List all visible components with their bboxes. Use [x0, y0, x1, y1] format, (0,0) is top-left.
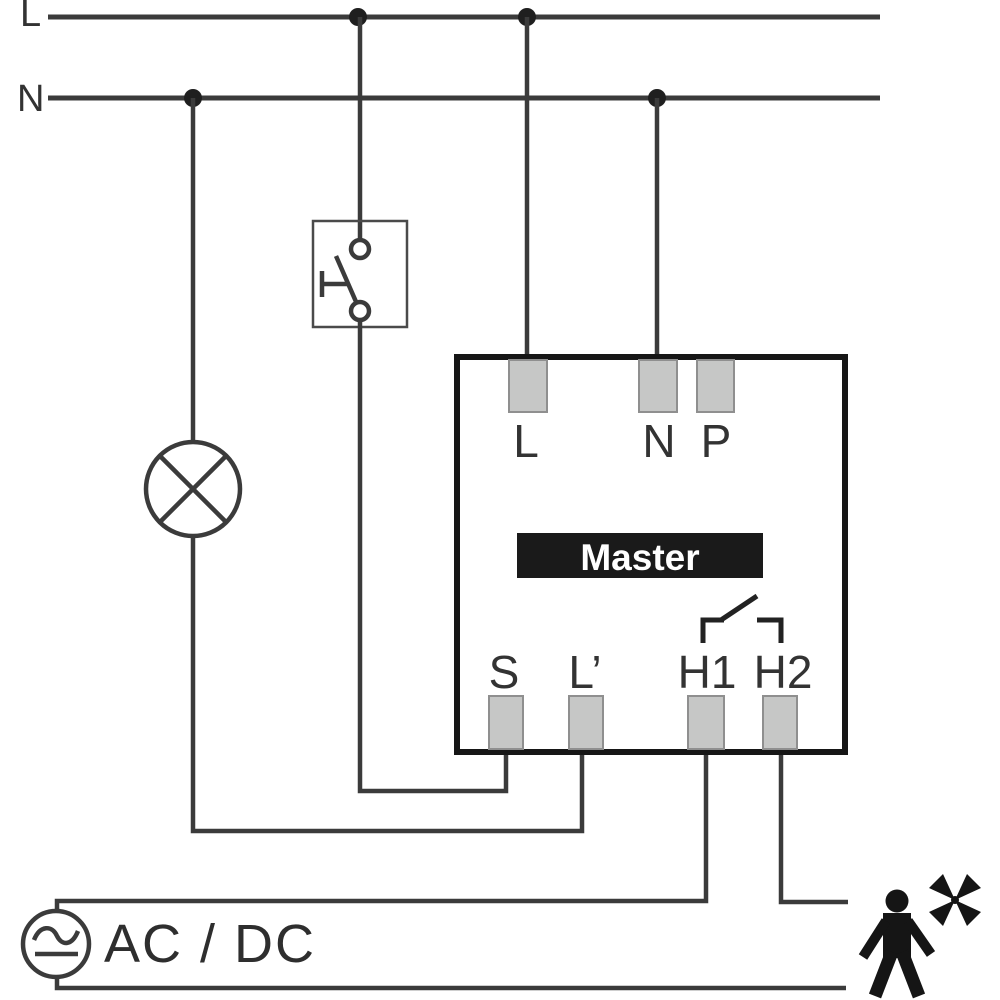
relay-contact-icon: [700, 593, 784, 643]
person-left-arm: [858, 918, 891, 960]
supply-drop-wires: [524, 17, 660, 357]
terminal-lprime-label: L’: [568, 646, 601, 698]
lamp-branch: [143, 98, 585, 834]
h2-stub-wire: [778, 755, 848, 905]
source-sine-symbol: [31, 926, 81, 946]
terminal-h2: [762, 695, 798, 750]
name-band-background: [517, 533, 763, 578]
terminal-p-label: P: [701, 415, 732, 467]
supply-buses: L N: [17, 0, 880, 120]
terminal-n-label: N: [642, 415, 675, 467]
person-left-leg: [868, 949, 899, 999]
terminal-s: [488, 695, 524, 750]
line-bus-label: L: [20, 0, 41, 35]
source-label: AC / DC: [104, 914, 316, 974]
terminal-l-label: L: [513, 415, 539, 467]
source-return-wire: [54, 977, 846, 991]
terminal-l: [508, 359, 548, 413]
fan-icon: [929, 874, 981, 926]
relay-contact-lever: [719, 593, 759, 623]
terminal-p: [696, 359, 735, 413]
fan-hub: [951, 896, 959, 904]
person-head: [885, 889, 909, 913]
person-fan-icon: [858, 874, 981, 999]
ac-dc-source: AC / DC: [20, 908, 316, 980]
fan-blade-sw: [929, 900, 955, 926]
relay-contact-right-hook: [757, 617, 784, 643]
source-circle: [20, 908, 92, 980]
fan-blade-ne: [955, 874, 981, 900]
terminal-n: [638, 359, 678, 413]
terminal-lprime: [568, 695, 604, 750]
device-name-band: Master: [517, 533, 763, 578]
bottom-terminals: S L’ H1 H2: [488, 646, 813, 750]
fan-blade-nw: [929, 874, 955, 900]
device-name: Master: [580, 537, 699, 578]
switch-contact-bottom: [348, 299, 372, 323]
relay-contact-left-hook: [700, 617, 724, 643]
switch-lever: [333, 255, 360, 305]
person-icon: [858, 889, 936, 999]
ac-dc-source-icon: [20, 908, 92, 980]
lamp-icon: [143, 439, 243, 539]
person-right-leg: [895, 949, 926, 999]
lamp-to-lprime-wire: [190, 536, 585, 834]
aux-supply-wiring: [54, 755, 848, 991]
source-to-h1-wire: [54, 755, 709, 911]
switch-branch: [311, 17, 509, 794]
master-device: L N P Master S L’ H1 H2: [454, 354, 848, 755]
person-right-arm: [903, 918, 936, 957]
neutral-bus-label: N: [17, 78, 44, 120]
terminal-s-label: S: [489, 646, 520, 698]
terminal-h1: [687, 695, 725, 750]
top-terminals: L N P: [508, 359, 735, 467]
fan-blade-se: [955, 900, 981, 926]
lamp-cross-2: [158, 454, 228, 524]
terminal-h1-label: H1: [678, 646, 737, 698]
terminal-h2-label: H2: [754, 646, 813, 698]
switch-contact-top: [348, 237, 372, 261]
switch-to-s-wire: [357, 320, 509, 794]
